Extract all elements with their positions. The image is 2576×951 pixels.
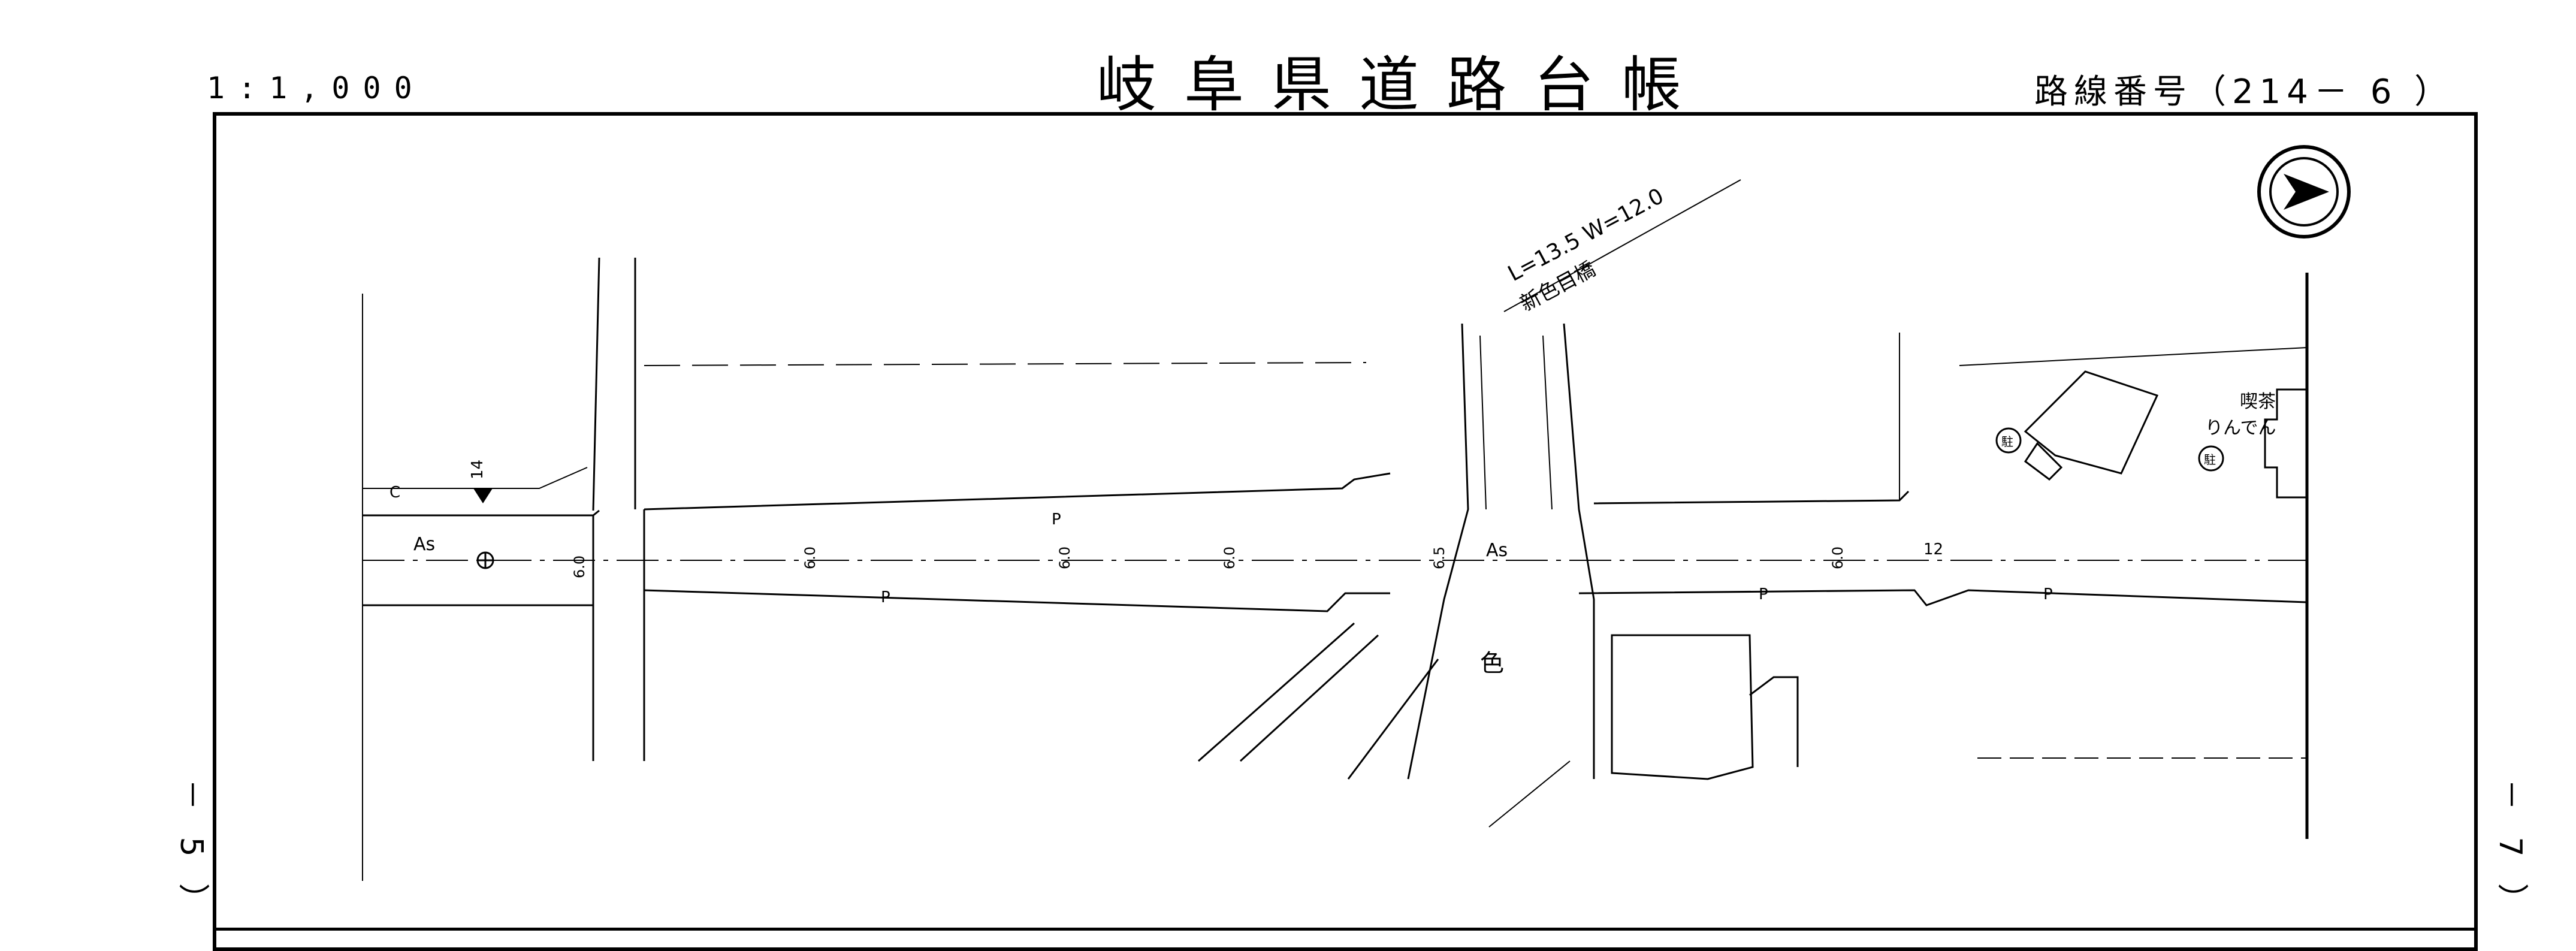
- building-outline-2: [2024, 442, 2063, 481]
- parking-mark-3: P: [1759, 585, 1768, 603]
- curb-mark: C: [389, 484, 400, 502]
- side-label-left: － 5 ）: [173, 779, 209, 923]
- north-arrow-icon: [2257, 145, 2351, 238]
- shop-name-line2: りんでん: [2205, 418, 2276, 439]
- parking-circle-left: [1995, 427, 2022, 454]
- channel-line-4: [1488, 760, 1571, 828]
- survey-point-icon: [476, 551, 494, 569]
- shop-name-line1: 喫茶: [2240, 391, 2276, 412]
- channel-line-2: [1239, 634, 1379, 762]
- route-number: 路線番号（214－ 6 ）: [2034, 73, 2454, 111]
- width-label-7: 12: [1923, 541, 1943, 558]
- bridge-west-edge: [1407, 323, 1469, 780]
- channel-line-3: [1347, 659, 1439, 780]
- river-label: 色: [1480, 650, 1504, 677]
- marker-triangle-icon: [473, 488, 493, 503]
- map-scale: 1:1,000: [207, 71, 425, 105]
- bridge-rail-1: [1479, 335, 1487, 510]
- parcel-block: [1611, 634, 1754, 780]
- parcel-block-stub: [1749, 676, 1799, 767]
- marker-number: 14: [469, 460, 487, 479]
- road-edge-south-right: [1578, 589, 2308, 606]
- parking-circle-label-1: 駐: [2001, 434, 2013, 449]
- width-label-5: 6.5: [1431, 547, 1448, 569]
- page-title: 岐阜県道路台帳: [1097, 50, 1709, 120]
- parking-circle-right: [2198, 445, 2224, 472]
- width-label-6: 6.0: [1829, 547, 1846, 569]
- left-notch: [363, 467, 588, 489]
- road-surface-left: As: [413, 534, 435, 555]
- road-edge-north-center: [644, 472, 1391, 511]
- bridge-rail-2: [1542, 335, 1553, 510]
- cross-road-left-top-west: [592, 257, 600, 511]
- parking-mark-4: P: [2043, 585, 2053, 603]
- parking-mark-1: P: [1052, 511, 1061, 529]
- road-surface-mid: As: [1486, 540, 1508, 561]
- parking-mark-2: P: [881, 588, 890, 606]
- bridge-east-edge: [1563, 323, 1595, 779]
- road-edge-south-center: [644, 589, 1390, 612]
- parcel-line-top-left: [644, 362, 1367, 366]
- bridge-leader: [1503, 179, 1741, 312]
- parcel-line-top-right-2: [1959, 347, 2308, 366]
- road-edge-north-right: [1593, 490, 1910, 505]
- building-outline-1: [2024, 370, 2159, 475]
- width-label-2: 6.0: [802, 547, 819, 569]
- parking-circle-label-2: 駐: [2204, 452, 2216, 467]
- channel-line-1: [1198, 622, 1355, 762]
- width-label-1: 6.0: [571, 555, 588, 578]
- road-edge-north-left: [363, 509, 600, 517]
- side-label-right: － 7 ）: [2492, 779, 2528, 923]
- frame-divider: [213, 928, 2478, 931]
- width-label-4: 6.0: [1221, 547, 1238, 569]
- width-label-3: 6.0: [1056, 547, 1073, 569]
